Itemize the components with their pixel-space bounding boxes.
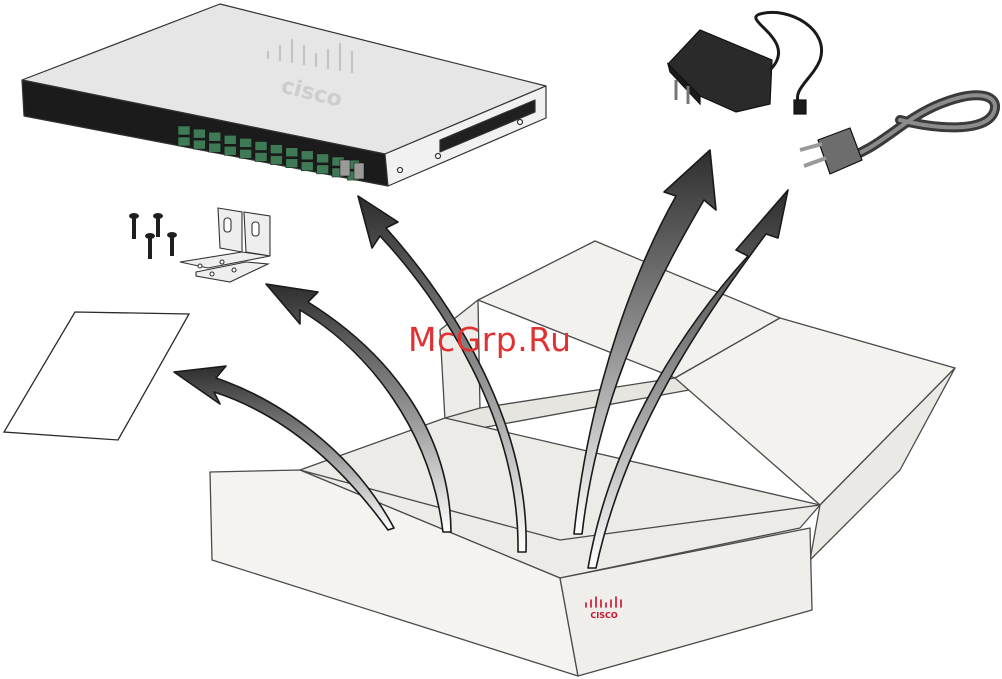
switch-port <box>286 148 298 157</box>
switch-port <box>317 154 329 163</box>
switch-port <box>301 151 313 160</box>
switch-port <box>224 146 236 155</box>
switch-port <box>178 126 190 135</box>
mounting-screws-icon <box>129 213 177 259</box>
box-brand-label: CISCO <box>590 611 617 620</box>
switch-port <box>193 129 205 138</box>
switch-port <box>255 142 267 151</box>
shipping-box-icon <box>210 241 955 676</box>
switch-port <box>255 153 267 162</box>
switch-port <box>301 162 313 171</box>
switch-port <box>270 156 282 165</box>
switch-port <box>240 149 252 158</box>
switch-port <box>286 159 298 168</box>
switch-port <box>209 132 221 141</box>
power-adapter-icon <box>668 12 822 114</box>
switch-port <box>224 135 236 144</box>
switch-port <box>317 165 329 174</box>
switch-uplink-port <box>354 163 364 179</box>
switch-port <box>240 138 252 147</box>
power-cord-icon <box>800 95 995 174</box>
switch-port <box>209 143 221 152</box>
watermark-text: McGrp.Ru <box>408 318 618 362</box>
documentation-sheet-icon <box>4 312 189 440</box>
switch-port <box>178 137 190 146</box>
switch-port <box>270 145 282 154</box>
rack-mount-brackets-icon <box>180 208 270 282</box>
switch-port <box>193 140 205 149</box>
switch-uplink-port <box>340 160 350 176</box>
